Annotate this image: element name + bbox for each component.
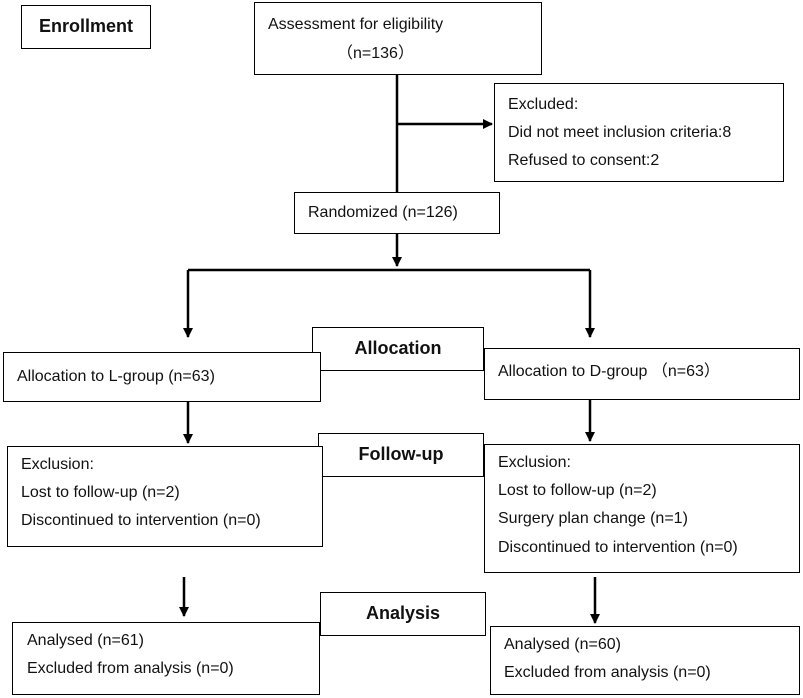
followup-left-item: Discontinued to intervention (n=0) — [21, 512, 261, 530]
analysis-right-item: Excluded from analysis (n=0) — [504, 664, 711, 682]
followup-right-item: Lost to follow-up (n=2) — [498, 482, 657, 500]
excluded-reason: Did not meet inclusion criteria:8 — [508, 124, 732, 142]
allocation-d-group-label: Allocation to D-group （n=63） — [498, 363, 720, 380]
stage-followup: Follow-up — [318, 433, 484, 477]
allocation-l-group-label: Allocation to L-group (n=63) — [17, 368, 215, 385]
followup-right-title: Exclusion: — [498, 454, 571, 471]
followup-right-item: Surgery plan change (n=1) — [498, 510, 688, 528]
followup-right-item: Discontinued to intervention (n=0) — [498, 538, 738, 556]
analysis-left-item: Analysed (n=61) — [27, 632, 144, 649]
stage-allocation: Allocation — [312, 327, 484, 371]
followup-left-item: Lost to follow-up (n=2) — [21, 484, 180, 502]
followup-left-title: Exclusion: — [21, 456, 94, 473]
assessment-box: Assessment for eligibility （n=136） — [254, 2, 542, 75]
followup-right-box: Exclusion: Lost to follow-up (n=2) Surge… — [484, 444, 800, 573]
stage-followup-label: Follow-up — [358, 444, 444, 465]
allocation-l-group-box: Allocation to L-group (n=63) — [3, 352, 321, 402]
stage-analysis-label: Analysis — [365, 603, 441, 624]
excluded-reason: Refused to consent:2 — [508, 152, 660, 170]
analysis-left-box: Analysed (n=61) Excluded from analysis (… — [12, 622, 320, 695]
excluded-title: Excluded: — [508, 96, 579, 113]
analysis-right-item: Analysed (n=60) — [504, 636, 621, 653]
stage-analysis: Analysis — [320, 592, 486, 636]
randomized-label: Randomized (n=126) — [308, 204, 458, 221]
assessment-title: Assessment for eligibility — [268, 16, 444, 33]
stage-enrollment-label: Enrollment — [38, 16, 133, 37]
excluded-box: Excluded: Did not meet inclusion criteri… — [494, 83, 784, 182]
stage-enrollment: Enrollment — [21, 5, 151, 49]
randomized-box: Randomized (n=126) — [294, 192, 500, 234]
analysis-right-box: Analysed (n=60) Excluded from analysis (… — [490, 626, 800, 695]
stage-allocation-label: Allocation — [354, 338, 442, 359]
analysis-left-item: Excluded from analysis (n=0) — [27, 660, 234, 678]
assessment-count: （n=136） — [337, 45, 414, 62]
allocation-d-group-box: Allocation to D-group （n=63） — [484, 348, 800, 400]
followup-left-box: Exclusion: Lost to follow-up (n=2) Disco… — [7, 446, 323, 547]
